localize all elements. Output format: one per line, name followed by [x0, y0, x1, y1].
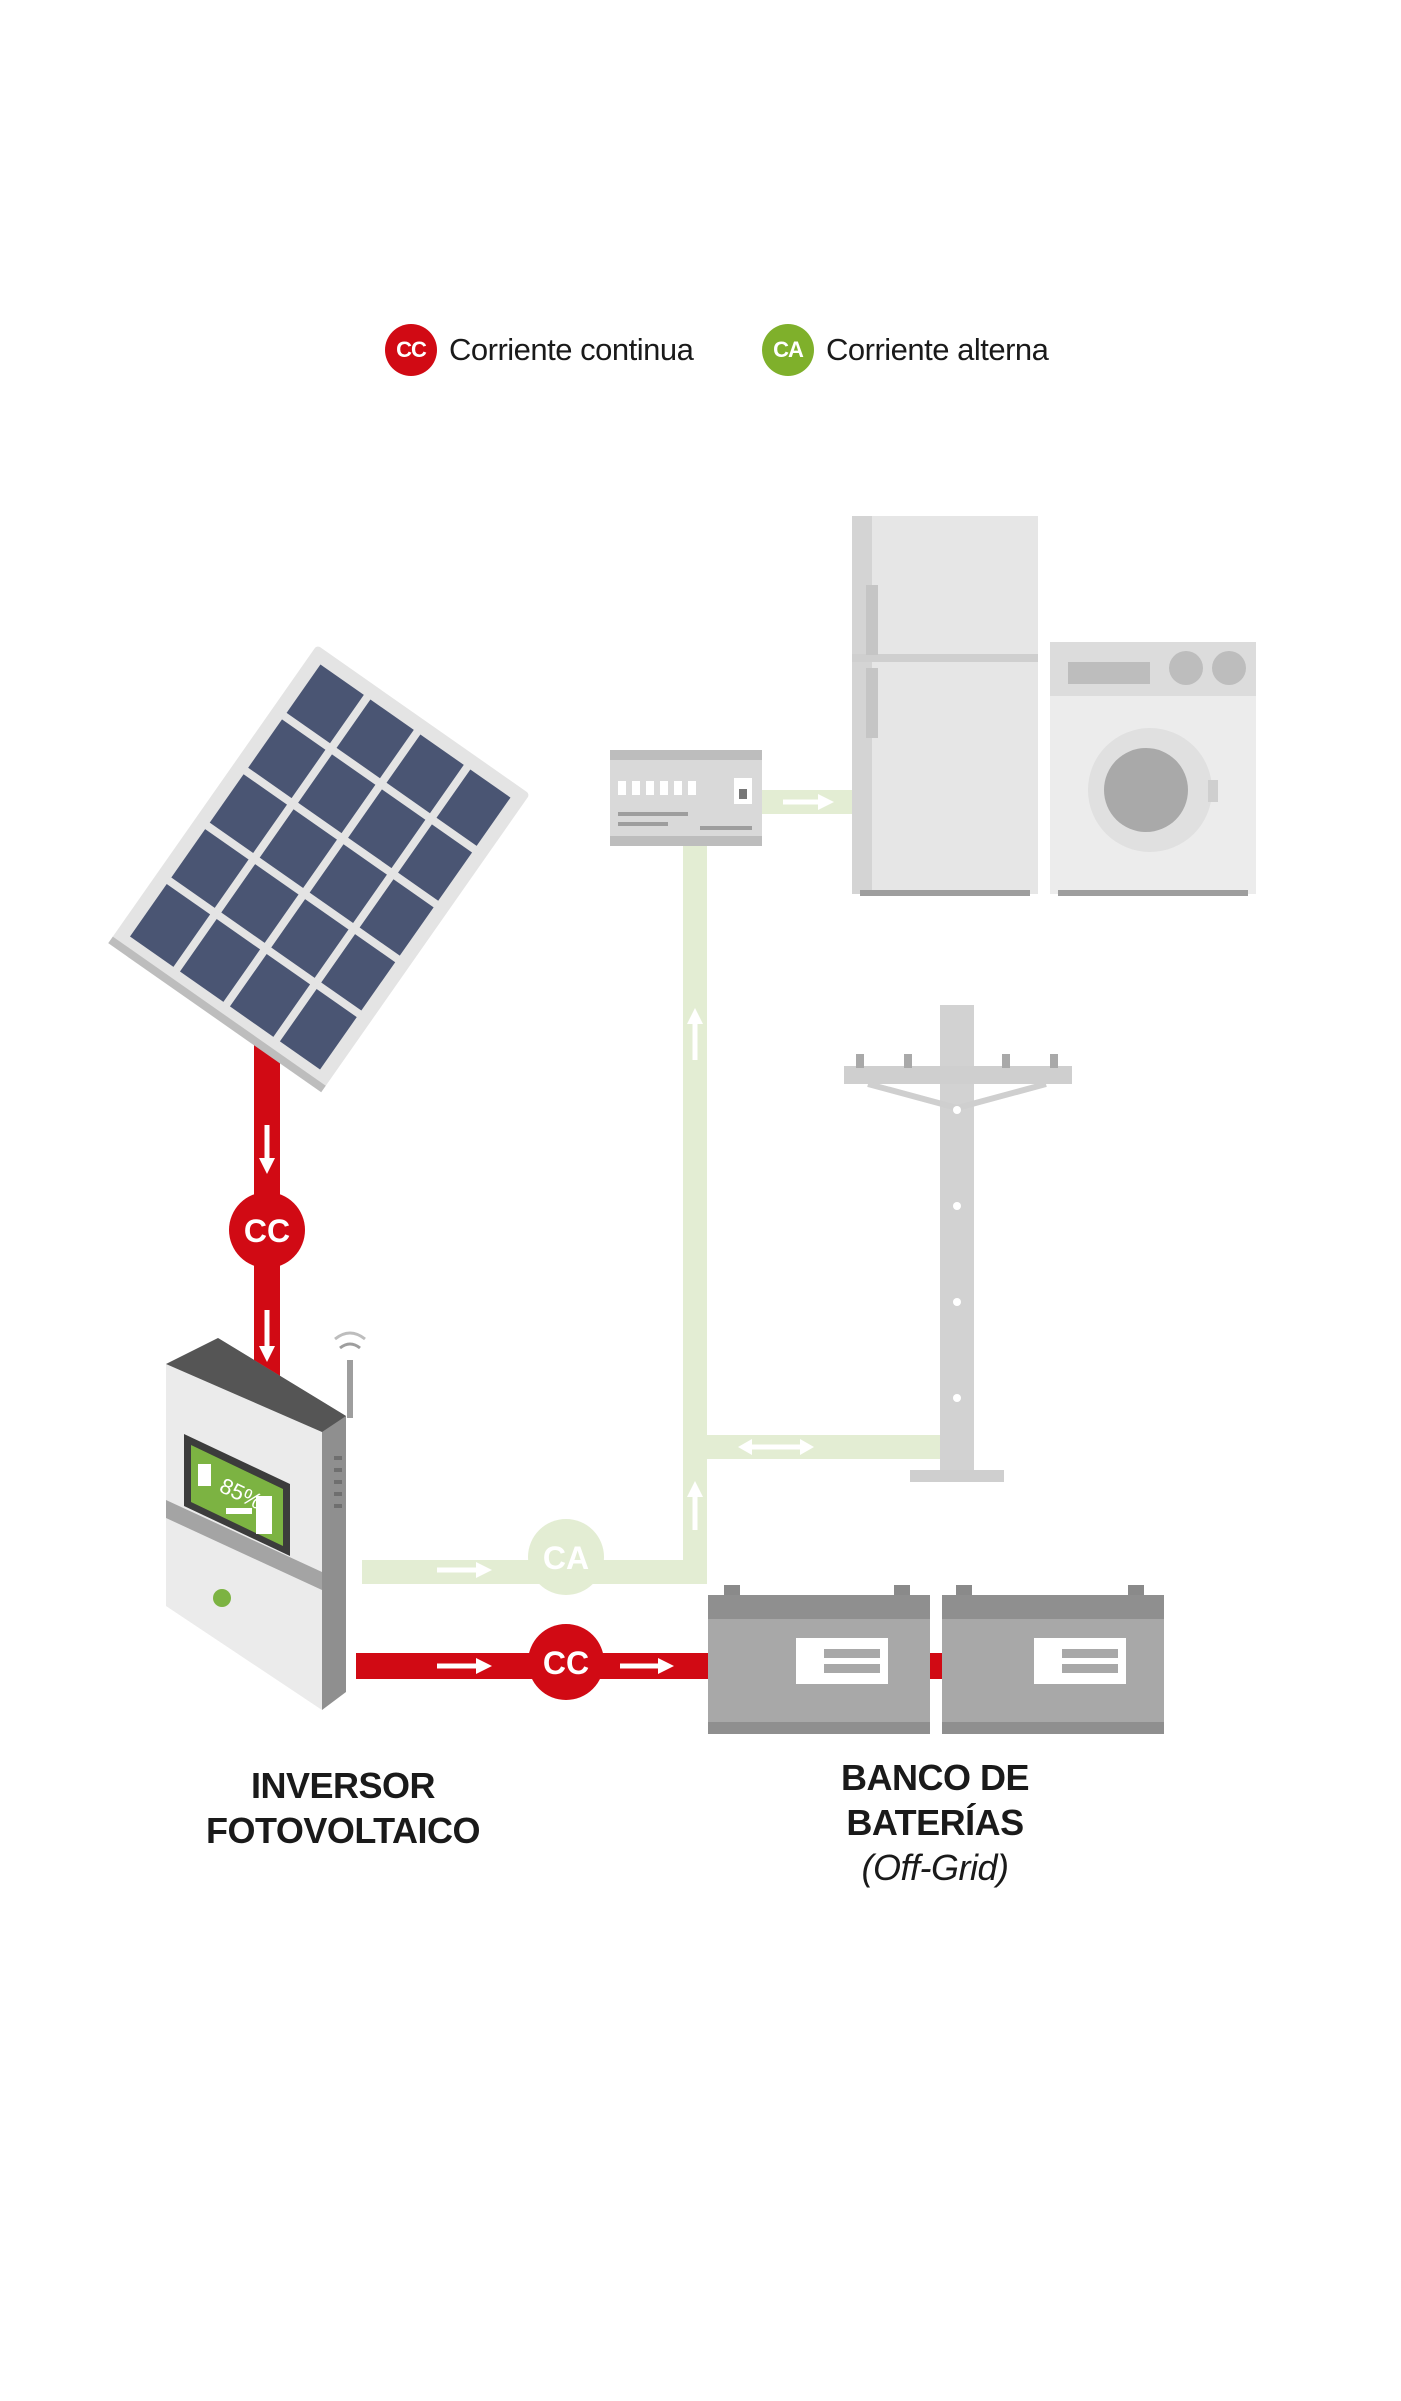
battery-icon — [708, 1585, 930, 1734]
battery-caption-line-2: BATERÍAS — [846, 1802, 1024, 1843]
badge-dc-panel: CC — [229, 1192, 305, 1268]
battery-caption: BANCO DE BATERÍAS (Off-Grid) — [775, 1755, 1095, 1890]
utility-pole-icon — [844, 1005, 1072, 1482]
legend-badge-dc: CC — [385, 324, 437, 376]
badge-ac-inverter: CA — [528, 1519, 604, 1595]
legend-item-dc: CC Corriente continua — [385, 322, 694, 378]
flow-arrows — [259, 794, 834, 1674]
battery-caption-note: (Off-Grid) — [861, 1847, 1009, 1888]
arrow-icon — [259, 1310, 275, 1362]
arrow-icon — [783, 794, 834, 810]
legend-badge-ac: CA — [762, 324, 814, 376]
badge-dc-battery-text: CC — [543, 1645, 589, 1681]
legend: CC Corriente continua CA Corriente alter… — [0, 322, 1401, 378]
badge-dc-panel-text: CC — [244, 1213, 290, 1249]
battery-caption-line-1: BANCO DE — [840, 1757, 1030, 1798]
refrigerator-icon — [852, 516, 1038, 896]
legend-item-ac: CA Corriente alterna — [762, 322, 1049, 378]
badge-dc-battery: CC — [528, 1624, 604, 1700]
battery-icon — [942, 1585, 1164, 1734]
ac-lines — [362, 790, 948, 1584]
inverter-caption-line-2: FOTOVOLTAICO — [206, 1810, 480, 1851]
arrow-icon — [687, 1481, 703, 1530]
arrow-icon — [437, 1562, 492, 1578]
arrow-icon — [738, 1439, 814, 1455]
inverter-icon — [166, 1338, 346, 1710]
wifi-antenna-icon — [334, 1331, 366, 1418]
badge-ac-inverter-text: CA — [543, 1540, 589, 1576]
legend-label-ac: Corriente alterna — [826, 332, 1049, 367]
inverter-caption: INVERSOR FOTOVOLTAICO — [178, 1763, 508, 1853]
inverter-caption-line-1: INVERSOR — [250, 1765, 436, 1806]
solar-panel-icon — [108, 646, 529, 1093]
breaker-panel-icon — [610, 750, 762, 846]
legend-label-dc: Corriente continua — [449, 332, 694, 367]
arrow-icon — [437, 1658, 492, 1674]
arrow-icon — [687, 1008, 703, 1060]
arrow-icon — [620, 1658, 674, 1674]
washing-machine-icon — [1050, 642, 1256, 896]
arrow-icon — [259, 1125, 275, 1174]
